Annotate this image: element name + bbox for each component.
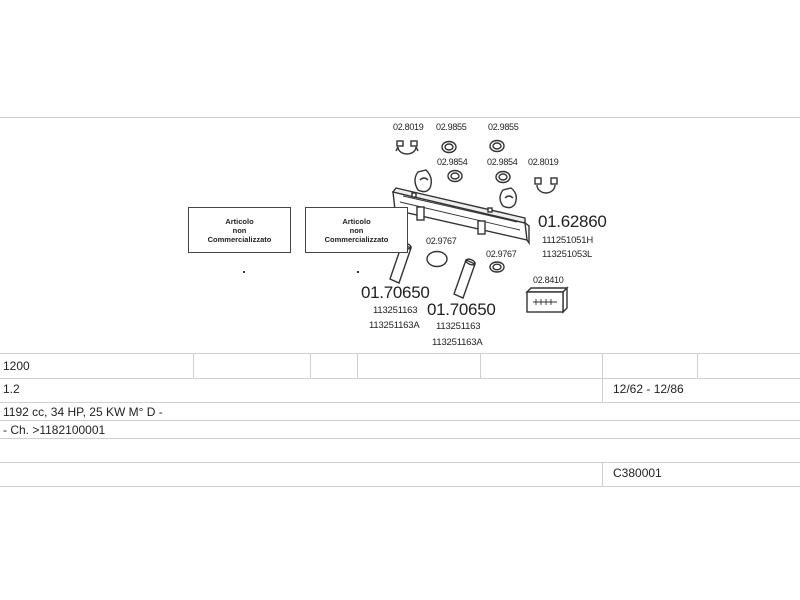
table-divider [0, 353, 800, 354]
gasket-icon [426, 250, 448, 268]
part-code: 02.9767 [426, 236, 457, 246]
not-marketed-box: Articolo non Commercializzato [305, 207, 408, 253]
table-col-divider [357, 354, 358, 378]
table-col-divider [480, 354, 481, 378]
ring-icon [441, 140, 457, 154]
ring-icon [495, 170, 511, 184]
table-divider [0, 378, 800, 379]
kit-box-icon [525, 286, 569, 314]
part-code-main: 01.62860 [538, 212, 607, 231]
clamp-icon [534, 177, 558, 194]
table-divider [0, 438, 800, 439]
not-marketed-label: Commercializzato [324, 234, 389, 244]
placeholder-dot [243, 271, 245, 273]
table-divider [0, 462, 800, 463]
not-marketed-label: non [349, 225, 364, 235]
table-col-divider [697, 354, 698, 378]
placeholder-dot [357, 271, 359, 273]
part-code: 02.9854 [437, 157, 468, 167]
pipe-icon [453, 258, 476, 299]
not-marketed-label: Commercializzato [207, 234, 272, 244]
part-code: 02.9767 [486, 249, 517, 259]
part-code: 02.9855 [488, 122, 519, 132]
engine-spec: 1192 cc, 34 HP, 25 KW M° D - [3, 405, 163, 419]
part-code: 02.9855 [436, 122, 467, 132]
part-code: 02.8410 [533, 275, 564, 285]
table-col-divider [602, 462, 603, 486]
oem-number: 111251051H [542, 235, 594, 246]
table-col-divider [193, 354, 194, 378]
table-divider [0, 402, 800, 403]
oem-number: 113251053L [542, 249, 593, 260]
table-divider [0, 486, 800, 487]
part-code-main: 01.70650 [427, 300, 496, 319]
part-code: 02.8019 [393, 122, 424, 132]
muffler-icon [391, 169, 530, 246]
oem-number: 113251163 [373, 305, 418, 316]
not-marketed-label: non [232, 225, 247, 235]
not-marketed-label: Articolo [342, 216, 371, 226]
ring-icon [489, 139, 505, 153]
clamp-icon [395, 140, 419, 155]
table-divider [0, 420, 800, 421]
production-years: 12/62 - 12/86 [613, 382, 684, 396]
oem-number: 113251163A [369, 320, 420, 331]
ring-icon [447, 169, 463, 183]
table-col-divider [602, 354, 603, 402]
table-col-divider [310, 354, 311, 378]
reference-code: C380001 [613, 466, 662, 480]
part-code: 02.9854 [487, 157, 518, 167]
not-marketed-label: Articolo [225, 216, 254, 226]
diagram-frame [0, 117, 800, 488]
oem-number: 113251163A [432, 337, 483, 348]
part-code-main: 01.70650 [361, 283, 430, 302]
chassis-number: - Ch. >1182100001 [3, 423, 106, 437]
gasket-icon [489, 261, 505, 273]
not-marketed-box: Articolo non Commercializzato [188, 207, 291, 253]
oem-number: 113251163 [436, 321, 481, 332]
engine-size: 1.2 [3, 382, 20, 396]
part-code: 02.8019 [528, 157, 559, 167]
model-name: 1200 [3, 359, 30, 373]
